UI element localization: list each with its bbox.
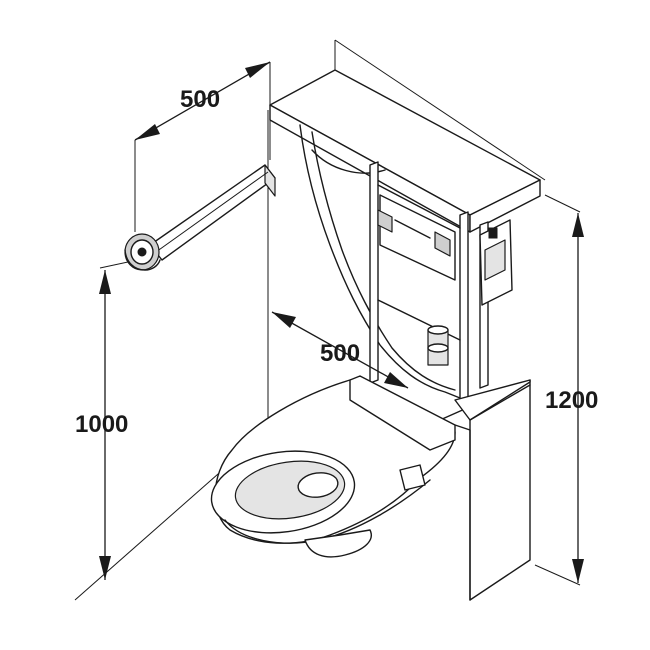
toilet-bowl (210, 375, 456, 558)
installation-frame (369, 161, 513, 420)
label-grab-bar-height: 1000 (75, 411, 129, 438)
wall-box (439, 379, 531, 601)
grab-bar (124, 164, 276, 271)
dim-frame-height (534, 194, 584, 586)
label-frame-height: 1200 (545, 387, 599, 414)
label-toilet-projection: 500 (320, 340, 361, 367)
dim-toilet-projection (271, 311, 409, 389)
dim-grab-bar-height (99, 261, 129, 580)
label-grab-bar-length: 500 (180, 86, 221, 113)
dim-grab-bar-length (134, 61, 271, 232)
